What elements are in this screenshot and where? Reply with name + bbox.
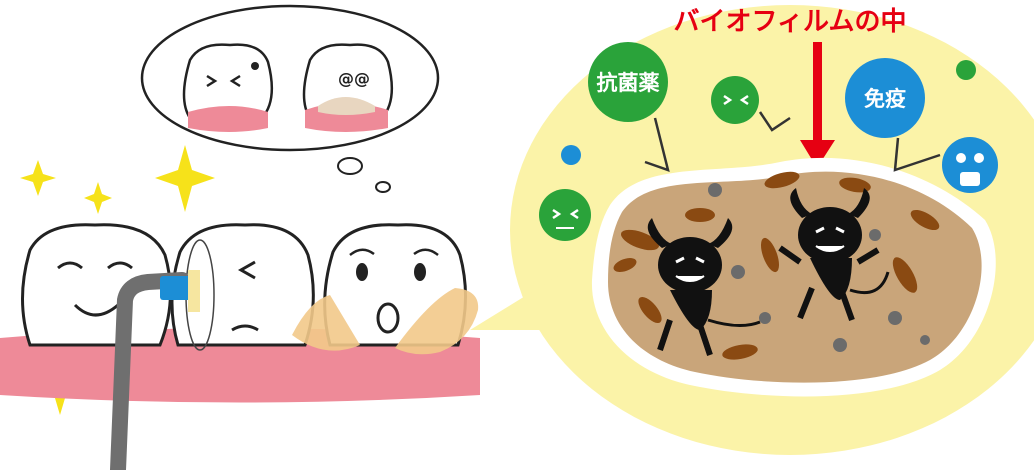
bacterium-rod	[892, 257, 918, 293]
red-arrow-icon	[800, 42, 835, 168]
bacterium-rod	[760, 237, 780, 273]
plaque-tooth-icon: @@	[302, 43, 394, 132]
bacterium-rod	[839, 177, 871, 193]
bacterium-rod	[764, 171, 800, 189]
biofilm-title: バイオフィルムの中	[674, 7, 907, 37]
green-dot	[956, 60, 976, 80]
devil-character	[647, 218, 761, 356]
antibacterial-badge: 抗菌薬	[588, 42, 670, 172]
swirl-eyes-icon: @@	[338, 69, 370, 88]
devil-character	[778, 188, 890, 322]
immunity-badge: 免疫	[845, 58, 941, 172]
bacterium-rod	[621, 229, 659, 251]
bacterium-rod	[613, 258, 637, 272]
sparkle-icon	[20, 160, 56, 196]
blue-face-icon	[942, 137, 998, 193]
immunity-label: 免疫	[864, 87, 906, 111]
plaque-deposit	[292, 295, 360, 351]
brushed-tooth	[170, 223, 315, 351]
bacterium-rod	[685, 208, 715, 222]
bacterium-rod	[638, 296, 662, 324]
bacteria-group	[613, 171, 940, 360]
antibacterial-label: 抗菌薬	[597, 71, 660, 95]
toothbrush-icon	[110, 270, 200, 474]
bacterium-rod	[722, 344, 758, 360]
green-face-icon	[539, 189, 591, 241]
sparkle-icon	[155, 145, 215, 212]
speech-bubble-tail	[470, 250, 610, 330]
blue-dot	[561, 145, 581, 165]
green-face-icon	[711, 76, 791, 132]
bacterium-rod	[910, 209, 940, 231]
plaque-deposit	[395, 288, 479, 355]
cavity-tooth-icon	[182, 43, 274, 132]
spores-group	[708, 183, 930, 352]
sparkle-icon	[84, 182, 112, 214]
